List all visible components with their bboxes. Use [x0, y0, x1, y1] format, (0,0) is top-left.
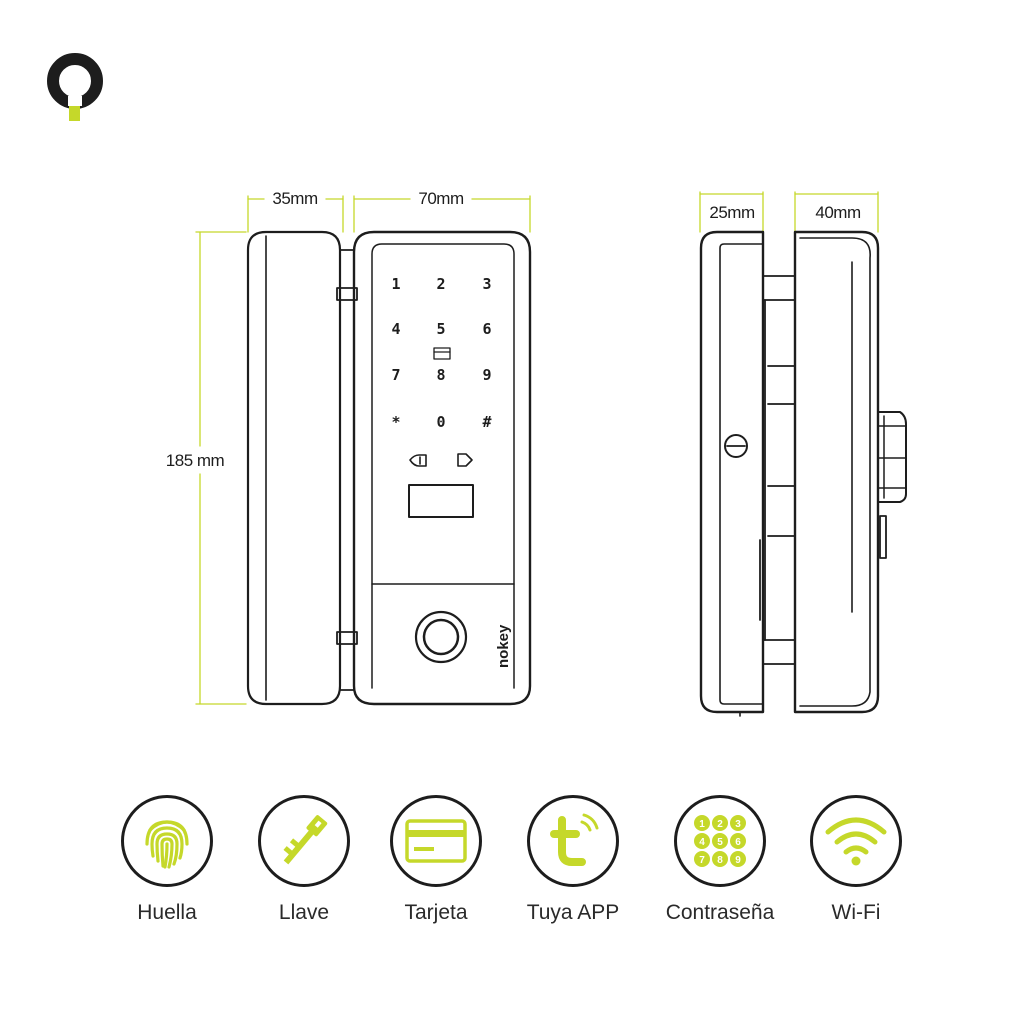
- device-brand-mark: nokey: [495, 624, 512, 668]
- keypad-key: 6: [482, 320, 491, 338]
- feature-circle: [258, 795, 350, 887]
- svg-text:5: 5: [717, 837, 723, 848]
- side-left-body: [699, 230, 765, 717]
- feature-wifi: Wi-Fi: [786, 795, 926, 925]
- dim-side-right-label: 40mm: [815, 203, 861, 222]
- feature-label: Huella: [137, 901, 197, 924]
- feature-label: Tarjeta: [404, 901, 468, 924]
- feature-huella: Huella: [97, 795, 237, 925]
- feature-label: Contraseña: [665, 901, 775, 924]
- svg-text:3: 3: [735, 819, 741, 830]
- card-icon: [405, 819, 467, 863]
- keypad-key: *: [391, 413, 400, 431]
- lock-technical-drawing: 35mm 70mm 185 mm 25mm 40mm 1 2 3 4 5 6 7…: [166, 189, 907, 717]
- keypad-key: 5: [436, 320, 445, 338]
- svg-text:9: 9: [735, 855, 741, 866]
- feature-circle: [390, 795, 482, 887]
- svg-text:8: 8: [717, 855, 723, 866]
- keypad-key: 9: [482, 366, 491, 384]
- feature-llave: Llave: [234, 795, 374, 925]
- dim-front-right-label: 70mm: [418, 189, 464, 208]
- keypad-key: 0: [436, 413, 445, 431]
- svg-text:1: 1: [699, 819, 705, 830]
- svg-text:7: 7: [699, 855, 705, 866]
- side-right-body: [793, 230, 907, 714]
- svg-text:4: 4: [699, 837, 705, 848]
- keypad-icon: 1 2 3 4 5 6 7 8 9: [694, 815, 746, 867]
- dim-front-left-label: 35mm: [272, 189, 318, 208]
- keypad-key: 1: [391, 275, 400, 293]
- keypad-key: 8: [436, 366, 445, 384]
- feature-circle: 1 2 3 4 5 6 7 8 9: [674, 795, 766, 887]
- keypad-key: 2: [436, 275, 445, 293]
- keypad-key: 7: [391, 366, 400, 384]
- feature-circle: [810, 795, 902, 887]
- keypad-key: 3: [482, 275, 491, 293]
- feature-label: Wi-Fi: [831, 901, 881, 924]
- dim-height-label: 185 mm: [166, 451, 225, 470]
- keypad: 1 2 3 4 5 6 7 8 9 * 0 #: [391, 275, 491, 431]
- feature-tuya-app: Tuya APP: [503, 795, 643, 925]
- feature-tarjeta: Tarjeta: [366, 795, 506, 925]
- nokey-logo-icon: [47, 53, 103, 121]
- feature-label: Llave: [278, 901, 330, 924]
- svg-text:2: 2: [717, 819, 723, 830]
- wifi-icon: [825, 817, 887, 866]
- side-clamp: [759, 275, 796, 665]
- key-icon: [283, 815, 328, 865]
- feature-label: Tuya APP: [526, 901, 620, 924]
- feature-contrasena: 1 2 3 4 5 6 7 8 9 Contraseña: [650, 795, 790, 925]
- front-right-body: [352, 230, 532, 706]
- feature-circle: [121, 795, 213, 887]
- keypad-key: 4: [391, 320, 400, 338]
- tuya-app-icon: [550, 813, 599, 866]
- feature-circle: [527, 795, 619, 887]
- dim-side-left-label: 25mm: [709, 203, 755, 222]
- front-left-body: [246, 230, 342, 706]
- fingerprint-icon: [145, 820, 189, 869]
- keypad-key: #: [482, 413, 491, 431]
- svg-text:6: 6: [735, 837, 741, 848]
- dimension-lines: [195, 191, 879, 705]
